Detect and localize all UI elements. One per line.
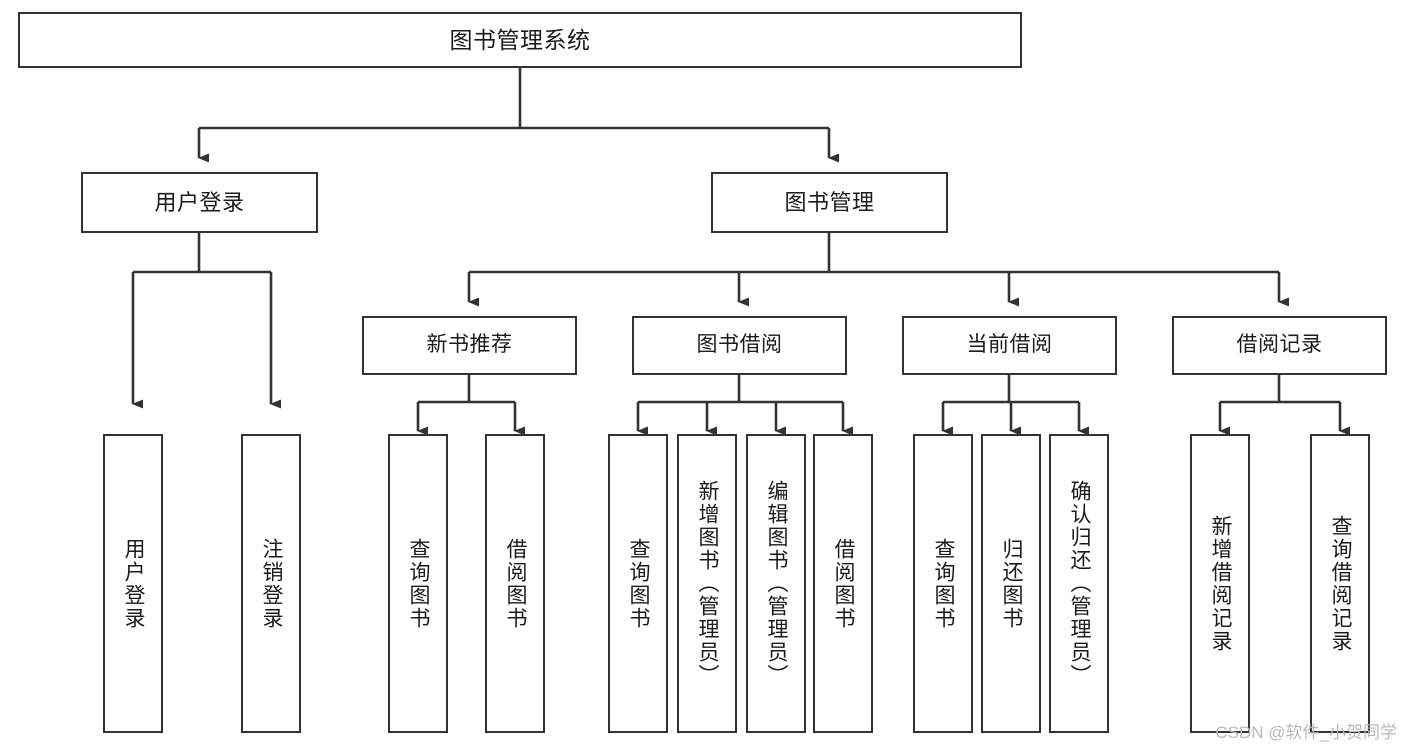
node-borrow-records-label: 借阅记录 [1236, 333, 1323, 357]
node-borrow-records[interactable]: 借阅记录 [1172, 316, 1387, 375]
node-book-management[interactable]: 图书管理 [711, 172, 948, 233]
connector-group-book-manage [467, 233, 1289, 307]
leaf-borrow-query[interactable]: 查询图书 [608, 434, 668, 733]
node-book-borrow-label: 图书借阅 [696, 333, 783, 357]
node-user-login-label: 用户登录 [154, 189, 245, 215]
leaf-new-book-borrow-label: 借阅图书 [504, 537, 528, 630]
leaf-current-query[interactable]: 查询图书 [913, 434, 973, 733]
node-book-management-label: 图书管理 [784, 189, 875, 215]
leaf-records-add[interactable]: 新增借阅记录 [1190, 434, 1250, 733]
connector-group-user-login [131, 233, 281, 409]
leaf-borrow-query-label: 查询图书 [627, 537, 651, 630]
leaf-borrow-edit-book-label: 编辑图书（管理员） [765, 480, 789, 687]
leaf-new-book-query-label: 查询图书 [407, 537, 431, 630]
leaf-borrow-borrow-book-label: 借阅图书 [832, 537, 856, 630]
node-new-book-recommend-label: 新书推荐 [426, 333, 513, 357]
connector-group-new-book [416, 375, 525, 436]
node-root[interactable]: 图书管理系统 [18, 12, 1022, 68]
node-new-book-recommend[interactable]: 新书推荐 [362, 316, 577, 375]
leaf-new-book-borrow[interactable]: 借阅图书 [485, 434, 545, 733]
leaf-new-book-query[interactable]: 查询图书 [388, 434, 448, 733]
leaf-user-login-signin-label: 用户登录 [122, 537, 146, 630]
leaf-user-login-signout-label: 注销登录 [260, 537, 284, 630]
node-current-borrow-label: 当前借阅 [966, 333, 1053, 357]
leaf-current-query-label: 查询图书 [932, 537, 956, 630]
node-current-borrow[interactable]: 当前借阅 [902, 316, 1117, 375]
watermark: CSDN @软件_小贺同学 [1215, 723, 1397, 742]
leaf-current-return[interactable]: 归还图书 [981, 434, 1041, 733]
connector-group-root [197, 68, 839, 163]
leaf-borrow-edit-book[interactable]: 编辑图书（管理员） [746, 434, 806, 733]
connector-group-borrow [636, 375, 853, 436]
node-user-login[interactable]: 用户登录 [81, 172, 318, 233]
leaf-user-login-signout[interactable]: 注销登录 [241, 434, 301, 733]
connector-group-current [941, 375, 1089, 436]
leaf-borrow-borrow-book[interactable]: 借阅图书 [813, 434, 873, 733]
leaf-current-confirm-return[interactable]: 确认归还（管理员） [1049, 434, 1109, 733]
leaf-user-login-signin[interactable]: 用户登录 [103, 434, 163, 733]
leaf-current-confirm-return-label: 确认归还（管理员） [1068, 480, 1092, 687]
leaf-records-query[interactable]: 查询借阅记录 [1310, 434, 1370, 733]
connector-group-records [1218, 375, 1350, 436]
leaf-records-query-label: 查询借阅记录 [1329, 514, 1353, 653]
node-book-borrow[interactable]: 图书借阅 [632, 316, 847, 375]
leaf-current-return-label: 归还图书 [1000, 537, 1024, 630]
leaf-borrow-add-book[interactable]: 新增图书（管理员） [677, 434, 737, 733]
leaf-borrow-add-book-label: 新增图书（管理员） [696, 480, 720, 687]
leaf-records-add-label: 新增借阅记录 [1209, 514, 1233, 653]
node-root-label: 图书管理系统 [449, 26, 591, 53]
